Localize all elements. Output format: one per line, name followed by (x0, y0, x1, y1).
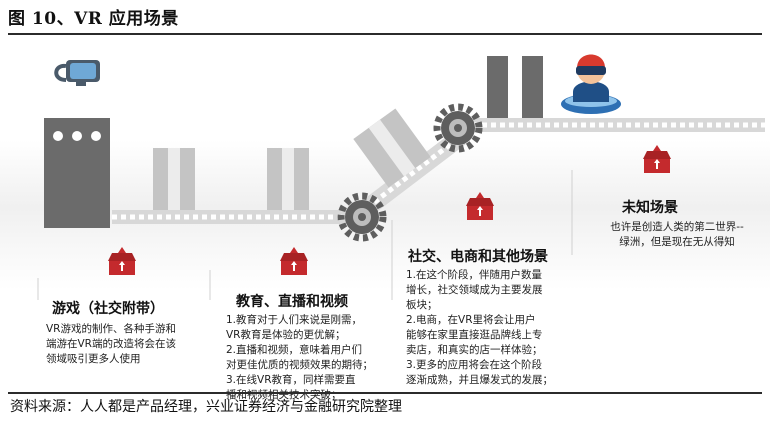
source-note: 资料来源：人人都是产品经理，兴业证券经济与金融研究院整理 (10, 399, 402, 415)
source-rule (8, 392, 762, 394)
conveyor-box-4 (487, 56, 543, 118)
stage-body-games: VR游戏的制作、各种手游和 端游在VR端的改造将会在该 领域吸引更多人使用 (46, 323, 176, 365)
stage-title-education: 教育、直播和视频 (236, 294, 348, 310)
stage-title-games: 游戏（社交附带） (52, 301, 164, 317)
title-rule (8, 33, 762, 35)
vr-headset-icon (54, 60, 100, 86)
conveyor-box-1 (153, 148, 195, 210)
open-box-icon (280, 247, 308, 275)
upper-conveyor-belt (455, 118, 765, 132)
open-box-icon (643, 145, 671, 173)
stage-body-education: 1.教育对于人们来说是刚需， VR教育是体验的更优解； 2.直播和视频，意味着用… (226, 314, 373, 401)
stage-title-unknown: 未知场景 (622, 200, 678, 216)
open-box-icon (466, 192, 494, 220)
gear-icon (437, 107, 479, 149)
machine-block (44, 118, 110, 228)
conveyor-diagram (37, 54, 765, 300)
figure-title: 图 10、VR 应用场景 (8, 9, 179, 29)
vr-user-icon (561, 54, 621, 114)
conveyor-box-3 (353, 108, 431, 188)
stage-body-unknown: 也许是创造人类的第二世界-- 绿洲，但是现在无从得知 (610, 221, 744, 248)
open-box-icon (108, 247, 136, 275)
stage-title-social: 社交、电商和其他场景 (408, 249, 548, 265)
conveyor-box-2 (267, 148, 309, 210)
diagonal-conveyor-belt (355, 130, 466, 220)
lower-conveyor-belt (112, 210, 362, 224)
stage-body-social: 1.在这个阶段，伴随用户数量 增长，社交领域成为主要发展 板块； 2.电商，在V… (406, 269, 553, 386)
